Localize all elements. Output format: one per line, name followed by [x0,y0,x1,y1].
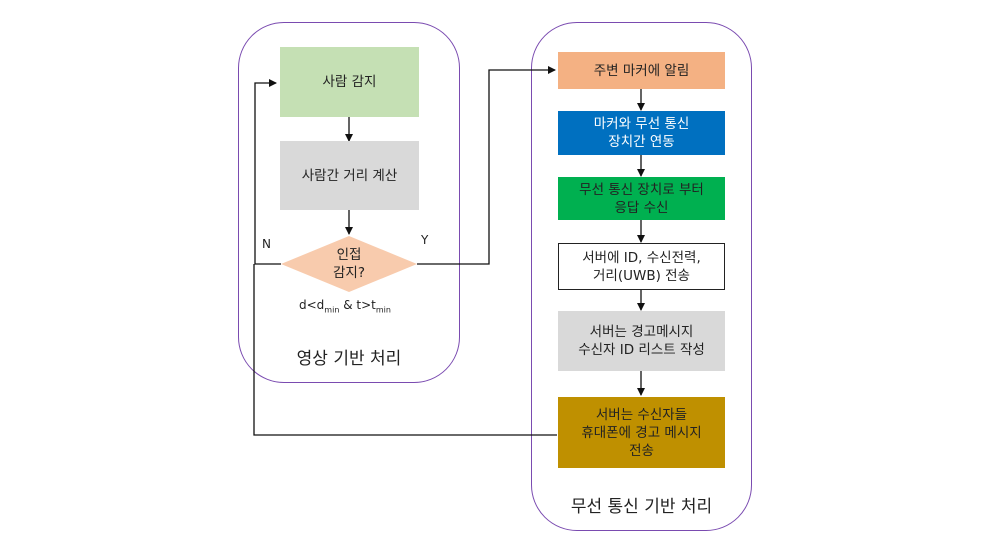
send-to-server-label: 서버에 ID, 수신전력, 거리(UWB) 전송 [582,249,701,284]
detect-person-box: 사람 감지 [280,47,419,117]
receive-response-box: 무선 통신 장치로 부터 응답 수신 [558,177,725,220]
send-to-server-box: 서버에 ID, 수신전력, 거리(UWB) 전송 [558,243,725,290]
yes-branch-label: Y [421,233,429,247]
return-line [253,264,557,436]
proximity-decision: 인접 감지? [281,236,417,292]
no-branch-label: N [262,237,271,251]
wireless-panel-label: 무선 통신 기반 처리 [570,497,713,517]
distance-calc-box: 사람간 거리 계산 [280,141,419,210]
notify-marker-label: 주변 마커에 알림 [593,62,690,79]
server-list-label: 서버는 경고메시지 수신자 ID 리스트 작성 [578,324,705,358]
wireless-processing-panel [531,22,752,531]
notify-marker-box: 주변 마커에 알림 [558,52,725,89]
server-list-box: 서버는 경고메시지 수신자 ID 리스트 작성 [558,311,725,371]
video-panel-label: 영상 기반 처리 [296,349,402,369]
decision-condition: d<dmin & t>tmin [299,298,391,315]
receive-response-label: 무선 통신 장치로 부터 응답 수신 [579,181,704,216]
distance-calc-label: 사람간 거리 계산 [301,167,398,184]
detect-person-label: 사람 감지 [322,74,377,90]
arrow-no-loop [254,79,281,265]
decision-diamond [281,236,417,292]
server-send-warning-box: 서버는 수신자들 휴대폰에 경고 메시지 전송 [558,397,725,468]
proximity-decision-label: 인접 감지? [332,247,365,281]
video-processing-panel [238,22,460,383]
marker-link-label: 마커와 무선 통신 장치간 연동 [593,116,690,150]
server-send-warning-label: 서버는 수신자들 휴대폰에 경고 메시지 전송 [581,406,702,459]
marker-link-box: 마커와 무선 통신 장치간 연동 [558,111,725,155]
arrow-yes-branch [417,66,556,265]
